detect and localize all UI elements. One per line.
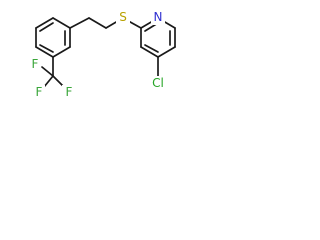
atom-chlorine: Cl bbox=[149, 76, 168, 91]
atom-fluorine-1: F bbox=[28, 57, 41, 72]
bond bbox=[52, 17, 71, 29]
atom-fluorine-3: F bbox=[62, 85, 75, 100]
atom-layer: F F F S N Cl bbox=[28, 10, 168, 100]
fluorine-label-1: F bbox=[32, 57, 39, 71]
bond bbox=[35, 17, 54, 29]
sulfur-label: S bbox=[119, 10, 127, 24]
bond bbox=[41, 66, 54, 77]
atom-nitrogen: N bbox=[151, 10, 165, 25]
bond-layer bbox=[35, 17, 176, 88]
chemical-structure: F F F S N Cl bbox=[28, 10, 176, 100]
bond bbox=[43, 75, 54, 88]
bond bbox=[88, 17, 107, 29]
nitrogen-label: N bbox=[154, 10, 163, 24]
double-bond-inner bbox=[144, 44, 159, 53]
double-bond-inner bbox=[39, 22, 54, 32]
fluorine-label-3: F bbox=[66, 85, 73, 99]
bond bbox=[157, 46, 176, 58]
bond bbox=[69, 17, 90, 29]
chlorine-label: Cl bbox=[152, 76, 164, 90]
bond bbox=[140, 46, 159, 58]
double-bond-inner bbox=[39, 44, 54, 53]
atom-sulfur: S bbox=[116, 10, 130, 25]
atom-fluorine-2: F bbox=[32, 85, 45, 100]
bond bbox=[35, 46, 54, 58]
fluorine-label-2: F bbox=[36, 85, 43, 99]
bond bbox=[52, 46, 71, 58]
